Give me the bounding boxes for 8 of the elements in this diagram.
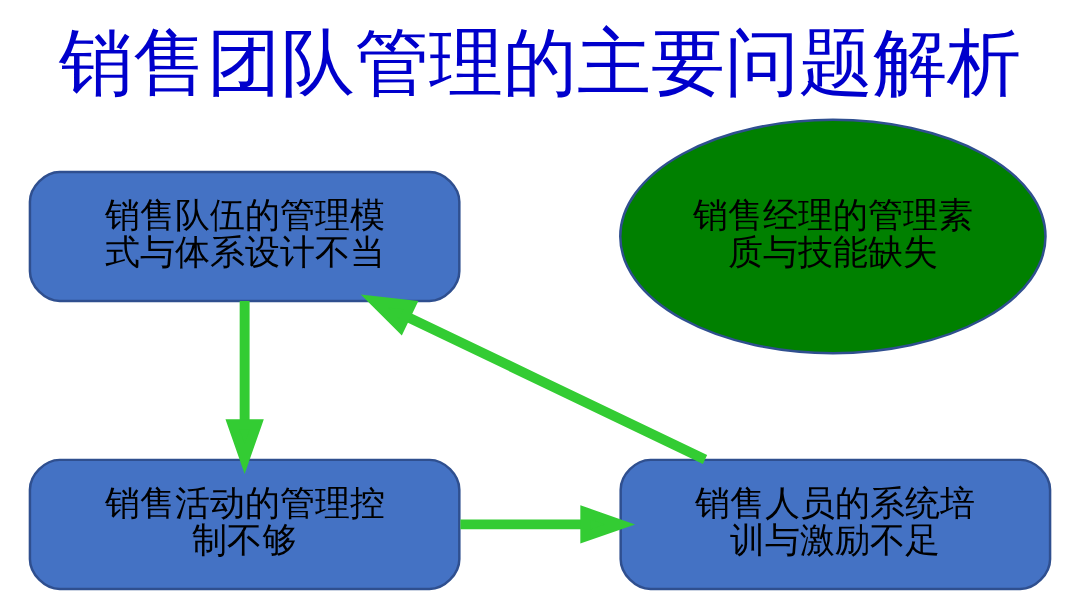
- diagram-title: 销售团队管理的主要问题解析: [59, 18, 1021, 106]
- arrow: [460, 505, 636, 544]
- arrow: [360, 294, 708, 464]
- node-box: 销售活动的管理控制不够: [28, 458, 461, 591]
- node-box: 销售人员的系统培训与激励不足: [619, 458, 1052, 591]
- node-box: 销售队伍的管理模式与体系设计不当: [28, 170, 461, 303]
- node-ellipse: 销售经理的管理素质与技能缺失: [619, 118, 1047, 355]
- arrow: [225, 301, 264, 475]
